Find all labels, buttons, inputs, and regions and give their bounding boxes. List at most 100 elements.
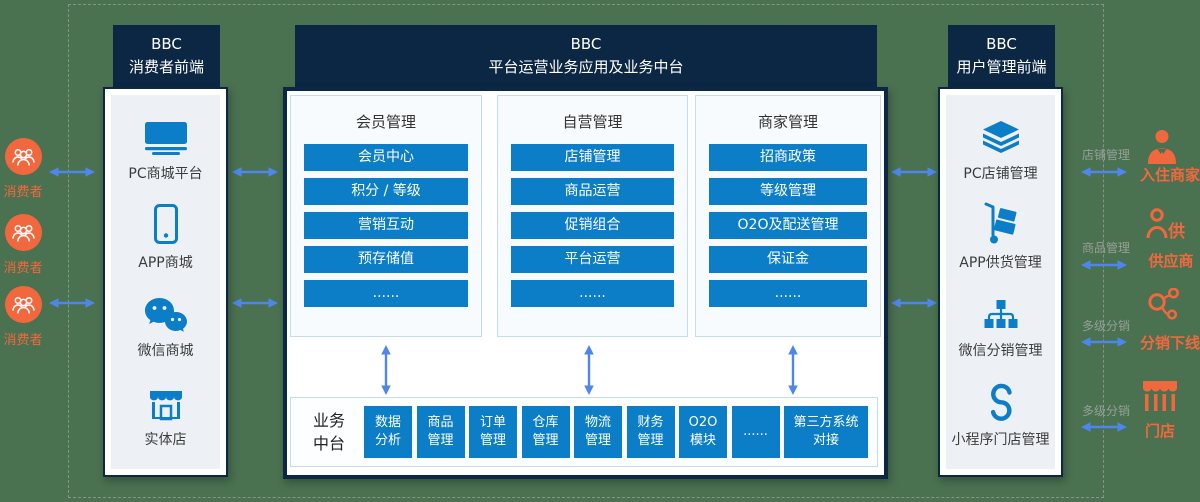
flow-arrow <box>1081 167 1127 177</box>
consumer-label: 消费者 <box>3 261 43 276</box>
consumers-icon <box>4 214 42 251</box>
module-warehouse-management: 仓库 管理 <box>521 406 570 458</box>
flow-label-multilevel-distribution: 多级分销 <box>1081 319 1130 333</box>
module-finance-management: 财务 管理 <box>626 406 675 458</box>
consumers-icon <box>4 138 42 175</box>
module-button: 店铺管理 <box>511 144 674 171</box>
center-panel-title: BBC 平台运营业务应用及业务中台 <box>488 34 684 76</box>
module-o2o: O2O 模块 <box>679 406 727 458</box>
item-label: APP供货管理 <box>959 254 1042 271</box>
column-title: 自营管理 <box>562 113 623 131</box>
module-button: 积分 / 等级 <box>304 178 468 205</box>
consumer-label: 消费者 <box>3 185 43 200</box>
module-button: 会员中心 <box>304 144 468 171</box>
column-member-management: 会员管理 会员中心 积分 / 等级 营销互动 预存储值 ...... <box>290 95 482 337</box>
column-merchant-management: 商家管理 招商政策 等级管理 O2O及配送管理 保证金 ...... <box>695 95 881 337</box>
right-panel-item-wechat-distribution: 微信分销管理 <box>959 292 1043 360</box>
platform-boundary <box>68 4 1104 498</box>
desktop-icon <box>128 115 202 156</box>
module-button: 营销互动 <box>304 212 468 239</box>
left-panel-item-pc-mall: PC商城平台 <box>128 115 203 183</box>
module-button: ...... <box>709 280 867 307</box>
right-panel-header: BBC 用户管理前端 <box>948 25 1055 87</box>
consumer-actor: 消费者 <box>1 286 45 348</box>
business-middle-platform-label: 业务 中台 <box>312 410 345 453</box>
module-order-management: 订单 管理 <box>469 406 517 458</box>
left-panel-item-wechat-mall: 微信商城 <box>138 292 194 360</box>
module-button: 预存储值 <box>304 246 468 273</box>
column-self-operation-management: 自营管理 店铺管理 商品运营 促销组合 平台运营 ...... <box>497 95 688 337</box>
module-button: 等级管理 <box>709 178 867 205</box>
flow-label-multilevel-distribution: 多级分销 <box>1081 404 1130 418</box>
distribution-downline-label: 分销下线 <box>1139 334 1200 352</box>
consumer-actor: 消费者 <box>1 138 45 200</box>
flow-arrow <box>232 298 278 308</box>
item-label: 微信分销管理 <box>958 343 1043 360</box>
store-icon <box>1142 381 1178 420</box>
businessman-icon <box>1147 129 1177 168</box>
business-middle-platform: 业务 中台 数据 分析 商品 管理 订单 管理 仓库 管理 物流 管理 财务 管… <box>290 397 878 467</box>
consumer-label: 消费者 <box>3 333 43 348</box>
org-chart-icon <box>959 292 1043 332</box>
center-panel-header: BBC 平台运营业务应用及业务中台 <box>295 25 877 87</box>
left-panel-header: BBC 消费者前端 <box>113 25 220 87</box>
column-title: 商家管理 <box>757 113 818 131</box>
module-button: ...... <box>511 280 674 307</box>
left-panel-item-app-mall: APP商城 <box>138 203 193 272</box>
smartphone-icon <box>138 203 192 244</box>
settled-merchants-label: 入住商家 <box>1139 166 1200 184</box>
item-label: APP商城 <box>138 254 193 271</box>
flow-label-product-management: 商品管理 <box>1081 241 1130 255</box>
right-panel-item-pc-store: PC店铺管理 <box>963 115 1038 183</box>
module-product-management: 商品 管理 <box>416 406 465 458</box>
module-button: 促销组合 <box>511 212 674 239</box>
module-button: ...... <box>304 280 468 307</box>
layers-icon <box>963 115 1037 155</box>
wechat-icon <box>138 292 194 332</box>
module-third-party-integration: 第三方系统 对接 <box>784 406 868 458</box>
flow-arrow <box>49 167 95 177</box>
flow-arrow <box>891 167 937 177</box>
right-panel-title: BBC 用户管理前端 <box>956 34 1047 76</box>
handtruck-icon <box>959 202 1041 244</box>
flow-arrow <box>1081 422 1127 432</box>
flow-arrow <box>1081 337 1127 347</box>
consumer-actor: 消费者 <box>1 214 45 276</box>
consumers-icon <box>4 286 42 323</box>
item-label: 实体店 <box>144 431 187 448</box>
left-panel-body: PC商城平台 APP商城 微信商城 <box>103 87 228 477</box>
shop-label: 门店 <box>1144 422 1175 440</box>
module-logistics-management: 物流 管理 <box>574 406 622 458</box>
flow-arrow-vertical <box>584 345 594 395</box>
storefront-icon <box>145 381 187 421</box>
right-panel-body: PC店铺管理 APP供货管理 <box>938 87 1063 477</box>
module-button: O2O及配送管理 <box>709 212 867 239</box>
item-label: 小程序门店管理 <box>951 431 1050 448</box>
module-ellipsis: ...... <box>731 406 780 458</box>
right-panel-item-miniprogram-store: 小程序门店管理 <box>952 381 1050 449</box>
module-strip: 数据 分析 商品 管理 订单 管理 仓库 管理 物流 管理 财务 管理 O2O … <box>364 406 868 458</box>
item-label: PC商城平台 <box>128 166 203 183</box>
item-label: 微信商城 <box>137 343 194 360</box>
supplier-icon-char: 供 <box>1168 222 1185 242</box>
share-icon <box>1146 287 1180 325</box>
flow-arrow <box>1081 260 1127 270</box>
module-data-analysis: 数据 分析 <box>364 406 412 458</box>
flow-arrow <box>49 298 95 308</box>
module-button: 商品运营 <box>511 178 674 205</box>
flow-arrow <box>232 167 278 177</box>
module-button: 招商政策 <box>709 144 867 171</box>
flow-arrow-vertical <box>788 345 798 395</box>
left-panel-item-physical-store: 实体店 <box>145 381 187 449</box>
miniprogram-icon <box>952 381 1050 421</box>
left-panel-title: BBC 消费者前端 <box>128 34 204 76</box>
supplier-icon: 供 <box>1146 208 1188 242</box>
supplier-label: 供应商 <box>1148 252 1194 270</box>
module-button: 平台运营 <box>511 246 674 273</box>
column-title: 会员管理 <box>355 113 416 131</box>
module-button: 保证金 <box>709 246 867 273</box>
right-panel-item-app-supply: APP供货管理 <box>959 202 1042 272</box>
flow-arrow-vertical <box>381 345 391 395</box>
flow-arrow <box>891 298 937 308</box>
